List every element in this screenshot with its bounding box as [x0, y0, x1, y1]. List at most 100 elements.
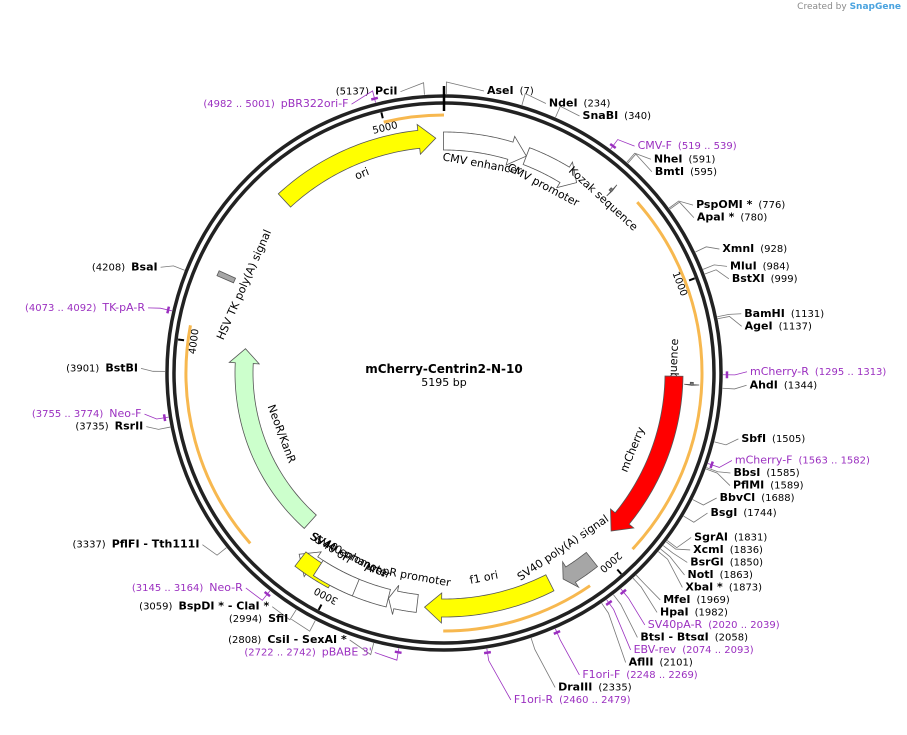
enzyme-name: AseI — [487, 84, 514, 97]
enzyme-site[interactable]: DraIII(2335) — [530, 637, 632, 693]
site-label: PspOMI *(776) — [696, 198, 785, 211]
site-label: PflMI(1589) — [733, 479, 804, 492]
enzyme-site[interactable]: (2808)CsiI - SexAI * — [228, 633, 375, 656]
enzyme-site[interactable]: MfeI(1969) — [635, 574, 730, 606]
enzyme-site[interactable]: (5137)PciI — [336, 82, 425, 98]
feature-ampr-promoter[interactable] — [388, 584, 419, 615]
enzyme-position: (1982) — [695, 607, 728, 618]
enzyme-site[interactable]: NheI(591) — [626, 152, 716, 165]
enzyme-name: NotI — [688, 568, 714, 581]
primer-site[interactable]: (2722 .. 2742)pBABE 3' — [244, 646, 402, 661]
enzyme-site[interactable]: AgeI(1137) — [717, 316, 812, 332]
primer-site[interactable]: F1ori-R(2460 .. 2479) — [483, 648, 631, 706]
enzyme-site[interactable]: AhdI(1344) — [722, 378, 818, 391]
feature-ori[interactable] — [277, 123, 437, 208]
feature-cmv-enhancer[interactable] — [443, 131, 527, 166]
enzyme-site[interactable]: BsrGI(1850) — [663, 545, 763, 569]
primer-range: (3755 .. 3774) — [32, 409, 104, 420]
primer-site[interactable]: mCherry-R(1295 .. 1313) — [722, 365, 886, 379]
primer-site[interactable]: (4982 .. 5001)pBR322ori-F — [203, 90, 379, 110]
enzyme-position: (1850) — [730, 557, 763, 568]
primer-site[interactable]: SV40pA-R(2020 .. 2039) — [619, 588, 780, 631]
enzyme-position: (340) — [624, 111, 651, 122]
enzyme-name: PflFI - Tth111I — [112, 538, 200, 551]
enzyme-name: SgrAI — [694, 530, 728, 543]
enzyme-site[interactable]: BmtI(595) — [627, 153, 717, 178]
primer-name: Neo-F — [109, 407, 141, 420]
tick-mark — [380, 112, 384, 119]
enzyme-site[interactable]: SgrAI(1831) — [666, 530, 767, 549]
enzyme-site[interactable]: (3735)RsrII — [75, 420, 171, 433]
enzyme-site[interactable]: (3901)BstBI — [66, 361, 166, 374]
site-label: SbfI(1505) — [741, 432, 805, 445]
site-label: mCherry-R(1295 .. 1313) — [750, 365, 886, 378]
leader-line — [146, 426, 171, 430]
feature-kozak-1[interactable] — [606, 184, 618, 197]
enzyme-site[interactable]: BamHI(1131) — [717, 307, 824, 320]
feature-hsv-tk-polya[interactable] — [216, 270, 237, 284]
enzyme-site[interactable]: AseI (7) — [445, 81, 534, 97]
site-label: SV40pA-R(2020 .. 2039) — [648, 618, 780, 631]
feature-neor-kanr[interactable] — [228, 348, 317, 529]
enzyme-position: (2335) — [598, 682, 631, 693]
enzyme-site[interactable]: NotI(1863) — [660, 548, 753, 581]
primer-name: F1ori-R — [514, 693, 554, 706]
primer-site[interactable]: (3145 .. 3164)Neo-R — [132, 581, 271, 601]
primer-site[interactable]: (3755 .. 3774) Neo-F — [32, 407, 169, 422]
enzyme-position: (2101) — [660, 657, 693, 668]
enzyme-site[interactable]: (4208)BsaI — [92, 260, 185, 273]
site-label: (3901)BstBI — [66, 361, 138, 374]
enzyme-site[interactable]: XcmI(1836) — [665, 541, 763, 556]
primer-mark — [370, 96, 379, 101]
feature-f1-ori[interactable] — [423, 574, 555, 624]
enzyme-site[interactable]: BbsI(1585) — [706, 466, 800, 479]
enzyme-site[interactable]: BstXI(999) — [704, 269, 798, 285]
primer-site[interactable]: EBV-rev(2074 .. 2093) — [605, 599, 754, 656]
enzyme-site[interactable]: SnaBI(340) — [555, 105, 652, 122]
enzyme-site[interactable]: HpaI(1982) — [632, 577, 728, 618]
orf-arc — [443, 584, 591, 633]
enzyme-site[interactable]: NdeI(234) — [521, 93, 611, 110]
leader-line — [722, 384, 747, 390]
enzyme-site[interactable]: (3059)BspDI * - ClaI * — [139, 600, 297, 621]
plasmid-size: 5195 bp — [421, 376, 466, 389]
enzyme-site[interactable]: (3337)PflFI - Tth111I — [72, 538, 227, 556]
feature-cmv-promoter[interactable] — [522, 147, 578, 189]
feature-kozak-2[interactable] — [684, 381, 700, 386]
enzyme-name: RsrII — [115, 420, 144, 433]
enzyme-position: (234) — [584, 99, 611, 110]
enzyme-site[interactable]: (2994)SfiI — [229, 612, 316, 632]
primer-range: (2248 .. 2269) — [626, 670, 698, 681]
enzyme-site[interactable]: BsgI(1744) — [683, 506, 777, 523]
primer-name: F1ori-F — [582, 668, 620, 681]
enzyme-position: (780) — [740, 213, 767, 224]
enzyme-site[interactable]: XbaI *(1873) — [658, 551, 762, 594]
primer-site[interactable]: F1ori-F (2248 .. 2269) — [553, 628, 698, 681]
site-label: F1ori-F (2248 .. 2269) — [582, 668, 697, 681]
feature-mcherry[interactable] — [610, 375, 684, 532]
leader-line — [683, 512, 708, 523]
enzyme-site[interactable]: AflII(2101) — [601, 602, 693, 668]
enzyme-site[interactable]: ApaI *(780) — [669, 201, 767, 224]
primer-site[interactable]: (4073 .. 4092)TK-pA-R — [25, 301, 173, 314]
feature-sv40-enhancer[interactable] — [312, 559, 360, 597]
enzyme-site[interactable]: MluI(984) — [702, 259, 790, 272]
enzyme-site[interactable]: PspOMI *(776) — [668, 198, 785, 211]
feature-sv40-polya[interactable] — [562, 551, 599, 589]
orf-arc — [184, 325, 252, 545]
leader-line — [445, 81, 485, 95]
enzyme-site[interactable]: SbfI(1505) — [714, 432, 805, 446]
primer-mark — [263, 590, 271, 598]
leader-line — [140, 368, 166, 372]
enzyme-site[interactable]: PflMI(1589) — [705, 468, 804, 492]
primer-range: (1563 .. 1582) — [799, 456, 871, 467]
enzyme-site[interactable]: BtsI - BtsαI(2058) — [613, 594, 748, 644]
label-layer: AseI (7)NdeI(234)SnaBI(340) CMV-F(519 .. 5… — [25, 81, 886, 706]
enzyme-position: (591) — [688, 154, 715, 165]
enzyme-site[interactable]: BbvCI(1688) — [692, 491, 795, 506]
enzyme-position: (7) — [520, 86, 534, 97]
primer-site[interactable]: CMV-F(519 .. 539) — [609, 139, 737, 152]
enzyme-name: PspOMI * — [696, 198, 753, 211]
enzyme-site[interactable]: XmnI(928) — [695, 242, 787, 255]
primer-site[interactable]: mCherry-F(1563 .. 1582) — [707, 454, 871, 469]
